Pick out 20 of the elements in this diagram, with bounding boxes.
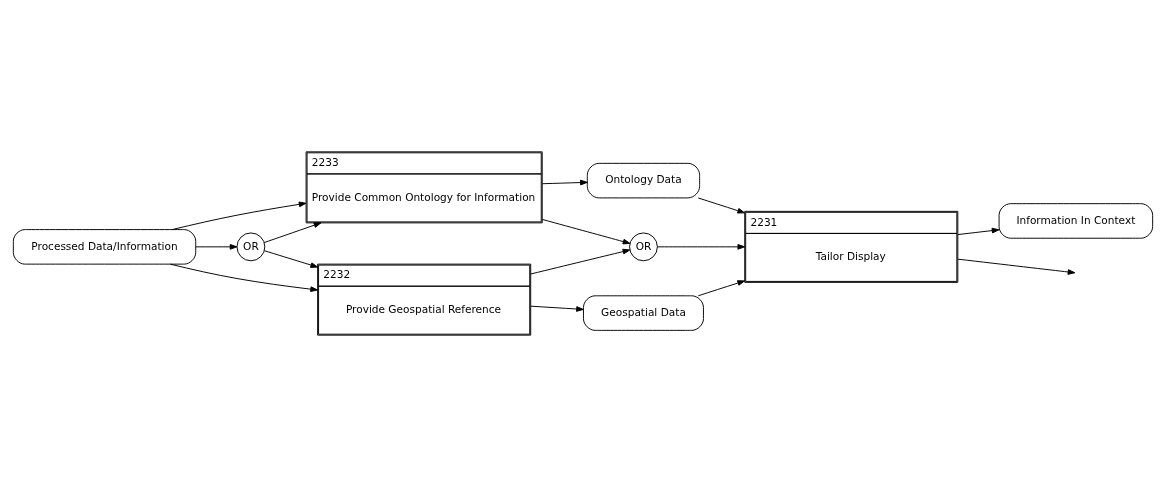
arrow: [172, 201, 307, 230]
arrow: [263, 221, 322, 243]
arrow: [530, 305, 584, 312]
node-box: Ontology Data: [586, 162, 701, 198]
node-circle: OR: [629, 231, 658, 261]
arrow: [697, 196, 745, 213]
arrow: [541, 179, 588, 185]
node-box: Geospatial Data: [583, 294, 704, 331]
arrow: [541, 218, 631, 244]
arrow: [957, 258, 1076, 275]
arrow: [169, 263, 318, 292]
node-circle: OR: [236, 231, 266, 261]
arrow: [195, 243, 238, 250]
arrow: [657, 243, 746, 250]
arrow: [264, 249, 319, 268]
arrow: [957, 227, 1000, 235]
arrow: [697, 279, 745, 296]
node-box: Processed Data/Information: [12, 228, 197, 265]
node-box: Information In Context: [998, 202, 1154, 239]
arrow: [530, 248, 631, 274]
